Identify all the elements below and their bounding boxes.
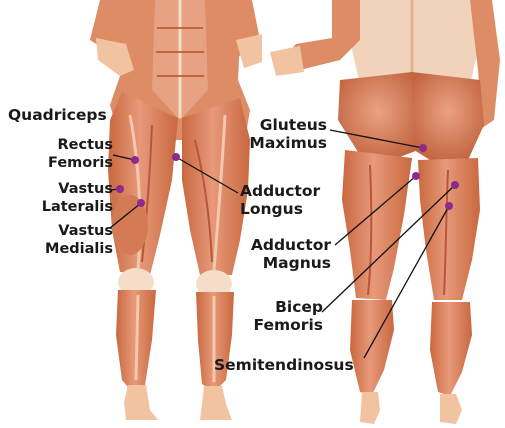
marker-vastus-lateralis	[116, 185, 124, 193]
marker-vastus-medialis	[137, 199, 145, 207]
marker-rectus-femoris	[131, 156, 139, 164]
marker-semitendinosus	[445, 202, 453, 210]
back-left-calf	[350, 300, 394, 395]
label-vastus-lateralis: Vastus Lateralis	[42, 180, 113, 216]
front-right-foot	[200, 386, 232, 420]
label-quadriceps: Quadriceps	[8, 106, 107, 124]
back-torso	[352, 0, 478, 85]
back-right-calf	[430, 302, 472, 396]
label-rectus-femoris: Rectus Femoris	[48, 136, 113, 172]
label-bicep-femoris: Bicep Femoris	[254, 298, 323, 334]
label-adductor-magnus: Adductor Magnus	[251, 236, 331, 272]
front-left-foot	[124, 385, 158, 420]
label-gluteus-maximus: Gluteus Maximus	[249, 116, 327, 152]
label-adductor-longus: Adductor Longus	[240, 182, 320, 218]
marker-bicep-femoris	[451, 181, 459, 189]
label-semitendinosus: Semitendinosus	[214, 356, 354, 374]
marker-gluteus-maximus	[419, 144, 427, 152]
back-left-thigh	[342, 150, 412, 300]
back-gluteus	[338, 72, 418, 160]
label-vastus-medialis: Vastus Medialis	[45, 222, 113, 258]
back-right-thigh	[418, 158, 480, 300]
marker-adductor-magnus	[412, 172, 420, 180]
marker-adductor-longus	[172, 153, 180, 161]
